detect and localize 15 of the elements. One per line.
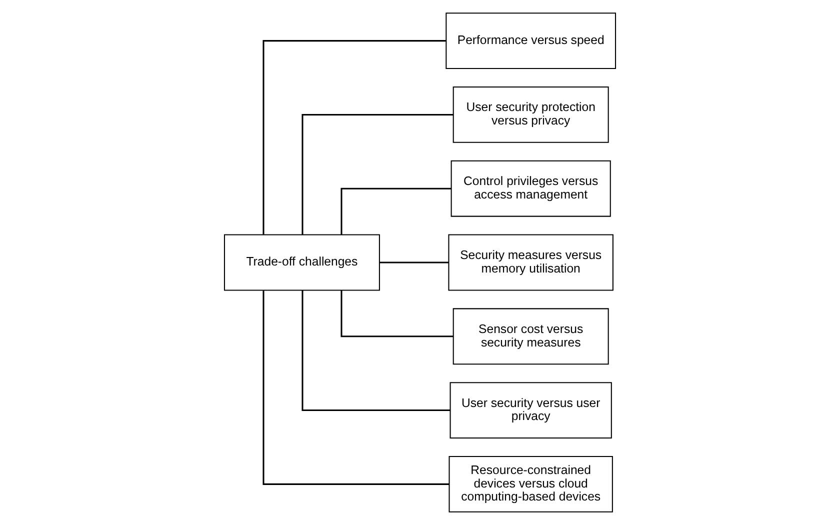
node-box: Sensor cost versus security measures — [452, 308, 609, 364]
connector — [340, 290, 454, 337]
connector — [340, 187, 452, 234]
connector — [262, 290, 450, 484]
node-box: Control privileges versus access management — [450, 160, 611, 216]
connector — [380, 261, 449, 263]
connector — [262, 40, 446, 234]
connector — [302, 290, 450, 411]
node-box: User security versus user privacy — [450, 382, 612, 438]
node-box: Trade-off challenges — [224, 234, 380, 290]
connector — [302, 113, 454, 234]
node-box: Security measures versus memory utilisation — [448, 234, 614, 290]
node-box: Resource-constrained devices versus cloud computing-based devices — [448, 455, 613, 512]
node-box: Performance versus speed — [446, 12, 616, 69]
node-box: User security protection versus privacy — [452, 86, 609, 142]
